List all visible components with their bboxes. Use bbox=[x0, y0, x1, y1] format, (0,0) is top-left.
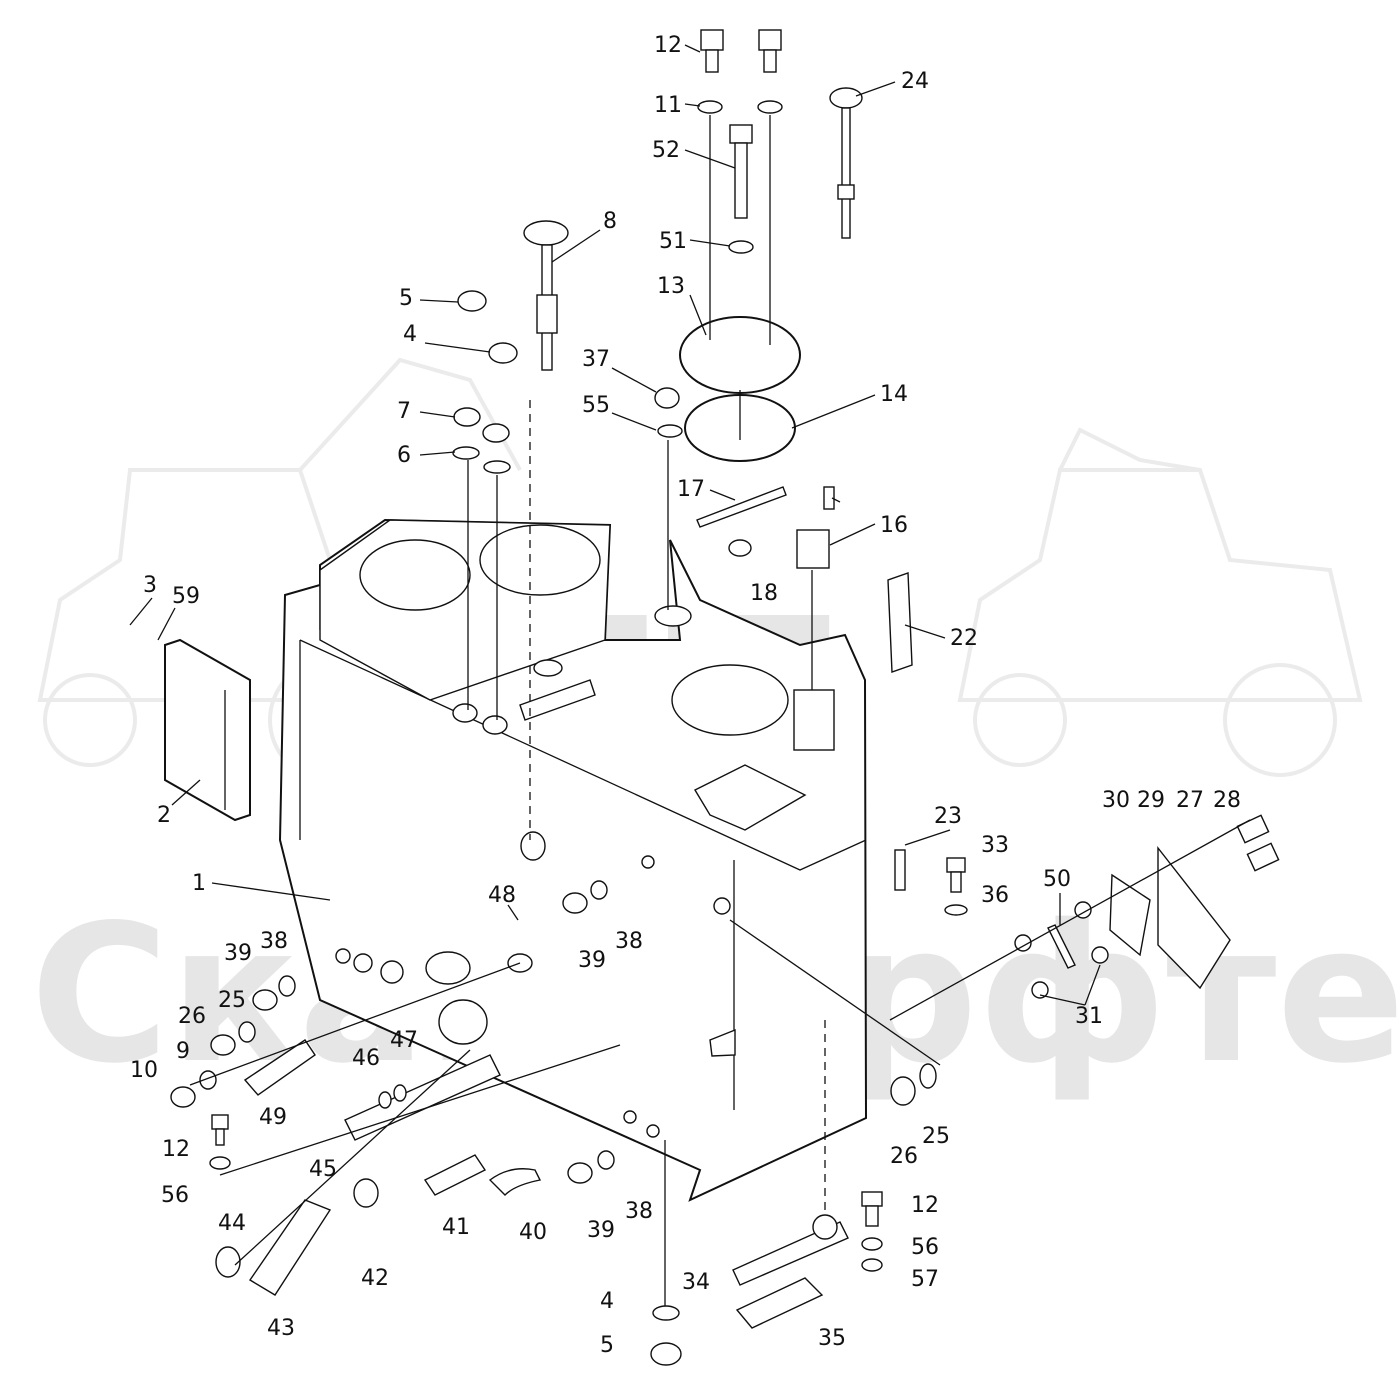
bottom-parts bbox=[650, 1020, 937, 1366]
callout-34: 34 bbox=[682, 1270, 710, 1295]
callout-46: 46 bbox=[352, 1046, 380, 1071]
callout-10: 10 bbox=[130, 1058, 158, 1083]
callout-41: 41 bbox=[442, 1215, 470, 1240]
callout-17: 17 bbox=[677, 477, 705, 502]
right-side-parts bbox=[729, 814, 1280, 1066]
callout-31: 31 bbox=[1075, 1004, 1103, 1029]
callout-29: 29 bbox=[1137, 788, 1165, 813]
main-housing bbox=[278, 518, 868, 1202]
callout-12: 12 bbox=[654, 33, 682, 58]
callout-26: 26 bbox=[178, 1004, 206, 1029]
callout-7: 7 bbox=[397, 399, 411, 424]
callout-9: 9 bbox=[176, 1039, 190, 1064]
callout-1: 1 bbox=[192, 871, 206, 896]
callout-51: 51 bbox=[659, 229, 687, 254]
callout-43: 43 bbox=[267, 1316, 295, 1341]
callout-48: 48 bbox=[488, 883, 516, 908]
callout-47: 47 bbox=[390, 1028, 418, 1053]
callout-39: 39 bbox=[587, 1218, 615, 1243]
callout-25: 25 bbox=[218, 988, 246, 1013]
callout-12: 12 bbox=[162, 1137, 190, 1162]
callout-5: 5 bbox=[399, 286, 413, 311]
callout-50: 50 bbox=[1043, 867, 1071, 892]
callout-3: 3 bbox=[143, 573, 157, 598]
callout-4: 4 bbox=[600, 1289, 614, 1314]
callout-14: 14 bbox=[880, 382, 908, 407]
callout-36: 36 bbox=[981, 883, 1009, 908]
callout-23: 23 bbox=[934, 804, 962, 829]
top-fasteners bbox=[452, 29, 913, 840]
callout-labels: 12 11 52 24 51 8 5 13 4 37 14 7 55 6 17 … bbox=[130, 33, 1241, 1358]
callout-leaders bbox=[129, 44, 1101, 1006]
callout-4: 4 bbox=[403, 322, 417, 347]
callout-8: 8 bbox=[603, 209, 617, 234]
callout-33: 33 bbox=[981, 833, 1009, 858]
callout-42: 42 bbox=[361, 1266, 389, 1291]
callout-59: 59 bbox=[172, 584, 200, 609]
callout-24: 24 bbox=[901, 69, 929, 94]
callout-56: 56 bbox=[161, 1183, 189, 1208]
callout-2: 2 bbox=[157, 803, 171, 828]
callout-13: 13 bbox=[657, 274, 685, 299]
callout-38: 38 bbox=[625, 1199, 653, 1224]
callout-6: 6 bbox=[397, 443, 411, 468]
callout-49: 49 bbox=[259, 1105, 287, 1130]
callout-39: 39 bbox=[578, 948, 606, 973]
callout-38: 38 bbox=[260, 929, 288, 954]
side-plate bbox=[164, 638, 251, 822]
callout-35: 35 bbox=[818, 1326, 846, 1351]
callout-16: 16 bbox=[880, 513, 908, 538]
callout-22: 22 bbox=[950, 626, 978, 651]
callout-12: 12 bbox=[911, 1193, 939, 1218]
callout-27: 27 bbox=[1176, 788, 1204, 813]
callout-55: 55 bbox=[582, 393, 610, 418]
callout-45: 45 bbox=[309, 1157, 337, 1182]
callout-5: 5 bbox=[600, 1333, 614, 1358]
lower-left-parts bbox=[170, 880, 621, 1296]
callout-52: 52 bbox=[652, 138, 680, 163]
callout-39: 39 bbox=[224, 941, 252, 966]
callout-56: 56 bbox=[911, 1235, 939, 1260]
callout-28: 28 bbox=[1213, 788, 1241, 813]
callout-26: 26 bbox=[890, 1144, 918, 1169]
callout-38: 38 bbox=[615, 929, 643, 954]
callout-30: 30 bbox=[1102, 788, 1130, 813]
callout-44: 44 bbox=[218, 1211, 246, 1236]
callout-11: 11 bbox=[654, 93, 682, 118]
callout-25: 25 bbox=[922, 1124, 950, 1149]
callout-37: 37 bbox=[582, 347, 610, 372]
callout-40: 40 bbox=[519, 1220, 547, 1245]
callout-18: 18 bbox=[750, 581, 778, 606]
callout-57: 57 bbox=[911, 1267, 939, 1292]
